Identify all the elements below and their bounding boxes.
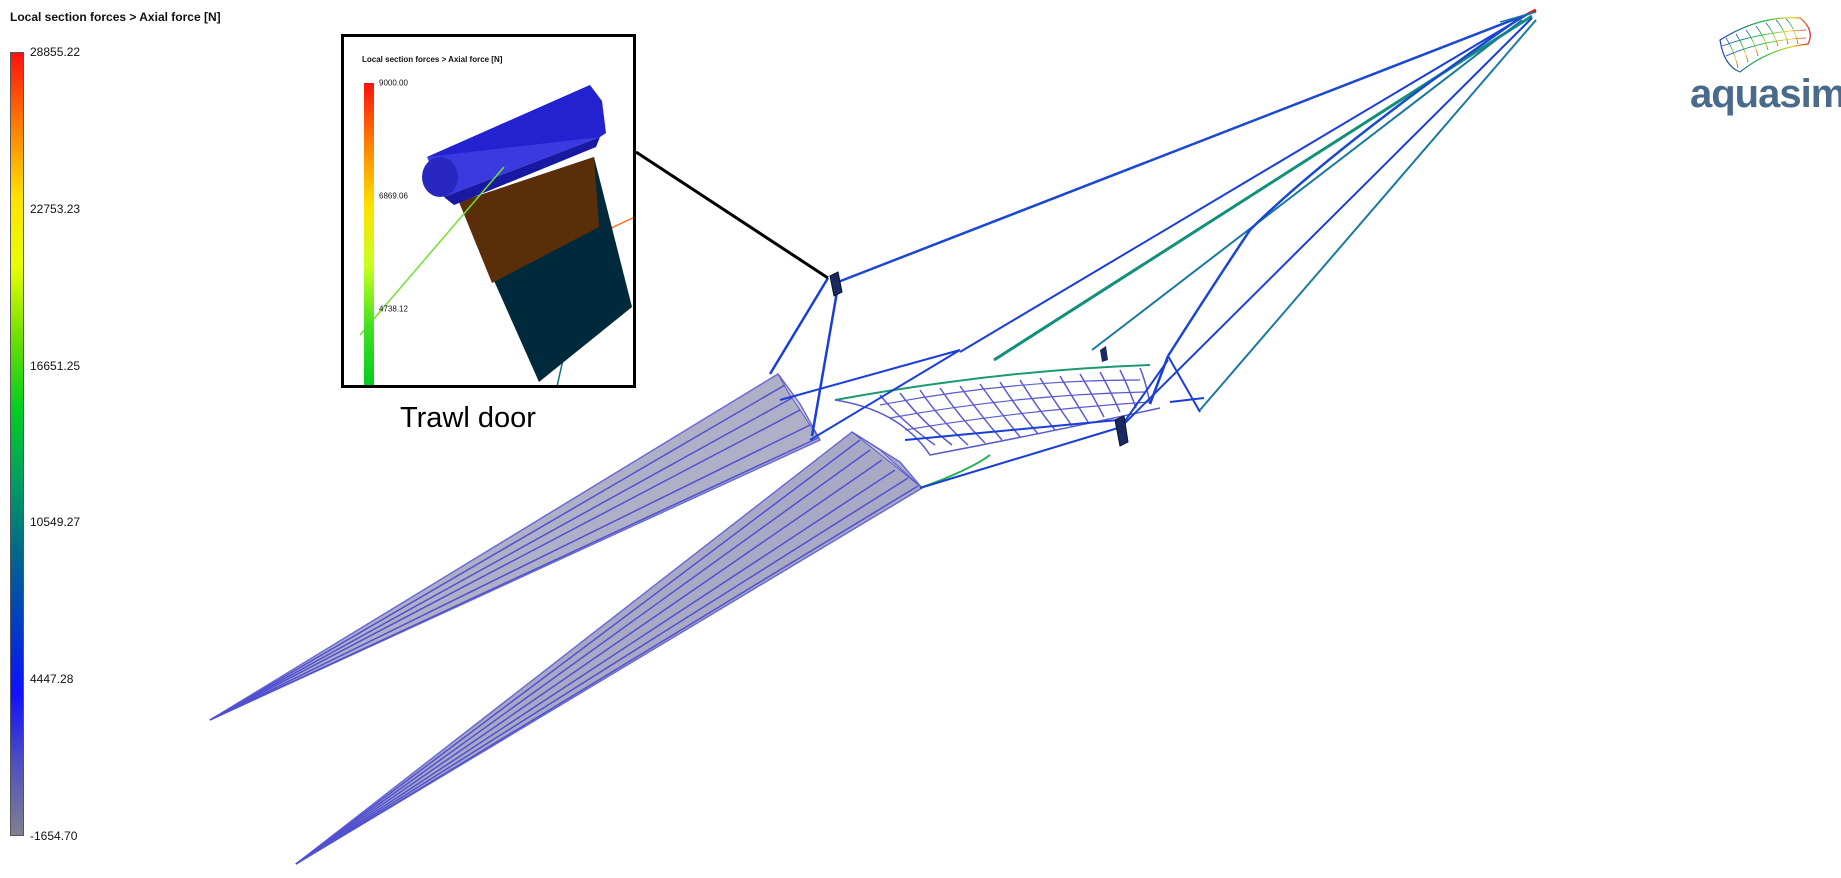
inset-legend-label: 9000.00 — [379, 78, 408, 88]
trawl-door-upper — [829, 271, 843, 297]
legend-label: 4447.28 — [30, 672, 74, 686]
inset-color-legend-bar — [364, 83, 374, 385]
legend-label: 10549.27 — [30, 515, 81, 529]
aquasim-logo: aquasim — [1690, 10, 1841, 120]
inset-caption: Trawl door — [400, 402, 536, 434]
float-marker — [1100, 346, 1108, 362]
color-legend-bar — [10, 52, 24, 836]
inset-legend-label: 4738.12 — [379, 304, 408, 314]
trawl-door-inset: Local section forces > Axial force [N] 9… — [341, 34, 636, 388]
inset-legend-label: 6869.06 — [379, 191, 408, 201]
trawl-door-lower — [1114, 415, 1129, 447]
net-wireframe-icon — [1719, 17, 1811, 73]
upper-wing-net — [295, 431, 924, 865]
inset-title: Local section forces > Axial force [N] — [362, 55, 503, 64]
legend-label: 28855.22 — [30, 45, 81, 59]
warp-lines — [837, 8, 1537, 429]
legend-label: -1654.70 — [30, 829, 78, 843]
legend-label: 22753.23 — [30, 202, 81, 216]
legend-label: 16651.25 — [30, 359, 81, 373]
trawl-door-model — [359, 85, 633, 385]
lower-wing-net — [209, 373, 822, 721]
bridles — [768, 277, 1205, 489]
viewer-title: Local section forces > Axial force [N] — [10, 10, 221, 24]
callout-leader-line — [635, 150, 829, 280]
logo-text: aquasim — [1690, 72, 1841, 116]
